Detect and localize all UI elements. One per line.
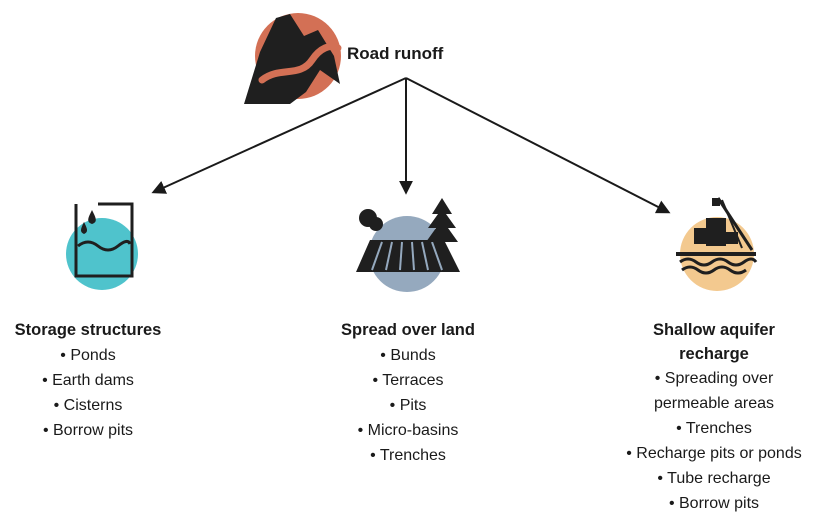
list-item: • Terraces (372, 372, 444, 389)
field-trees-icon (356, 198, 460, 292)
drilling-rig-icon (676, 197, 758, 291)
mountain-road-icon (244, 13, 342, 104)
storage-circle (66, 218, 138, 290)
shallow-aquifer-recharge-title-line-2: recharge (679, 345, 749, 363)
storage-structures-list: • Ponds • Earth dams • Cisterns • Borrow… (0, 343, 176, 443)
list-item: • Tube recharge (657, 470, 771, 487)
list-item: permeable areas (653, 395, 775, 412)
water-tank-icon (66, 202, 138, 290)
list-item: • Trenches (370, 447, 446, 464)
arrow-to-storage (151, 77, 407, 194)
connector-arrows (151, 77, 671, 214)
arrow-to-aquifer (405, 77, 671, 214)
spread-over-land-title: Spread over land (341, 321, 475, 339)
shallow-aquifer-recharge-node: Shallow aquifer recharge • Spreading ove… (596, 318, 832, 516)
list-item: • Recharge pits or ponds (626, 445, 802, 462)
list-item: • Borrow pits (42, 422, 134, 439)
list-item: • Micro-basins (357, 422, 459, 439)
spread-over-land-node: Spread over land • Bunds • Terraces • Pi… (318, 318, 498, 468)
spread-over-land-list: • Bunds • Terraces • Pits • Micro-basins… (318, 343, 498, 468)
list-item: • Trenches (676, 420, 752, 437)
list-item: • Ponds (60, 347, 116, 364)
list-item: • Cisterns (53, 397, 123, 414)
list-item: • Earth dams (42, 372, 134, 389)
list-item: • Borrow pits (668, 495, 760, 512)
shallow-aquifer-recharge-title-line-1: Shallow aquifer (653, 321, 775, 339)
list-item: • Spreading over (654, 370, 774, 387)
root-label: Road runoff (347, 44, 444, 63)
storage-structures-node: Storage structures • Ponds • Earth dams … (0, 318, 176, 443)
shallow-aquifer-recharge-list: • Spreading over permeable areas • Trenc… (596, 366, 832, 516)
list-item: • Pits (389, 397, 427, 414)
storage-structures-title: Storage structures (14, 321, 162, 339)
list-item: • Bunds (380, 347, 436, 364)
